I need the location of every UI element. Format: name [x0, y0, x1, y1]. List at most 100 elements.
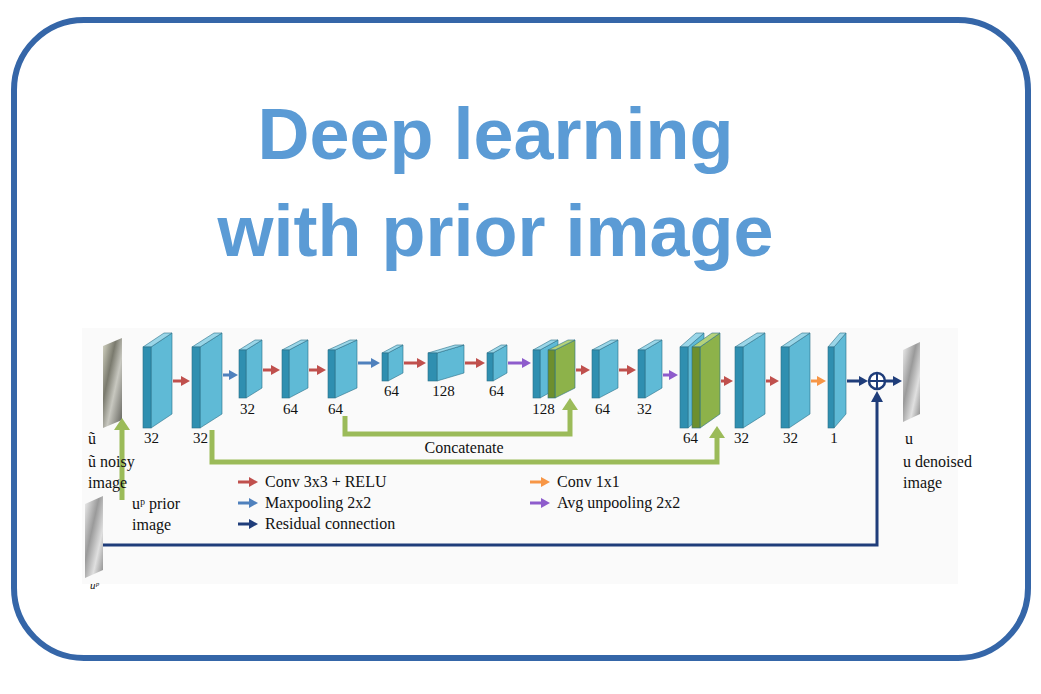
flow-arrow: [404, 362, 419, 365]
flow-arrow: [508, 362, 524, 365]
layer-block: [592, 340, 618, 350]
image-label: u denoised image: [903, 451, 989, 493]
layer-block: [781, 333, 810, 347]
layer-block: [192, 333, 222, 347]
layer-block: [533, 350, 540, 398]
channel-count: 32: [780, 430, 801, 447]
legend-sample: [249, 477, 258, 487]
channel-count: 32: [731, 430, 752, 447]
figure-ground: [82, 328, 958, 584]
noisy-image: [103, 338, 122, 428]
arrow-head: [114, 418, 130, 430]
layer-block: [735, 333, 765, 347]
layer-block: [548, 350, 555, 398]
layer-block: [692, 347, 700, 428]
residual-line: [103, 400, 877, 545]
prior-image: [85, 496, 103, 578]
layer-block: [239, 350, 246, 398]
channel-count: 128: [429, 383, 458, 400]
channel-count: 64: [486, 383, 507, 400]
layer-block: [735, 347, 743, 428]
layer-block: [834, 333, 846, 428]
layer-block: [143, 333, 172, 347]
channel-count: 64: [680, 430, 701, 447]
layer-block: [282, 350, 289, 398]
layer-block: [428, 345, 464, 353]
layer-block: [328, 340, 357, 350]
frame: [14, 20, 1028, 658]
layer-block: [382, 353, 388, 381]
flow-arrow: [724, 376, 733, 386]
flow-arrow: [627, 365, 636, 375]
layer-block: [789, 333, 810, 428]
legend-sample: [541, 498, 550, 508]
channel-count: 64: [592, 401, 613, 418]
flow-arrow: [371, 358, 380, 368]
sum-symbol: [876, 374, 878, 388]
flow-arrow: [859, 376, 868, 386]
flow-arrow: [847, 380, 861, 383]
channel-count: 128: [529, 401, 558, 418]
legend-text: Avg unpooling 2x2: [557, 492, 680, 513]
layer-block: [382, 345, 403, 353]
flow-arrow: [271, 365, 280, 375]
title: Deep learning with prior image: [213, 86, 778, 280]
channel-count: 1: [827, 430, 841, 447]
legend-sample: [249, 498, 258, 508]
channel-count: 64: [325, 401, 346, 418]
image-symbol: u: [905, 428, 925, 449]
flow-arrow: [893, 376, 902, 386]
flow-arrow: [669, 370, 678, 380]
flow-arrow: [476, 358, 485, 368]
channel-count: 32: [237, 401, 258, 418]
layer-block: [282, 340, 308, 350]
legend-sample: [541, 477, 550, 487]
arrow-head: [871, 391, 883, 402]
layer-block: [828, 333, 846, 347]
layer-block: [239, 340, 262, 350]
channel-count: 64: [280, 401, 301, 418]
image-label: uᵖ prior image: [132, 493, 204, 535]
arrow-head: [709, 426, 725, 438]
layer-block: [487, 345, 507, 353]
layer-block: [200, 333, 222, 428]
flow-arrow: [229, 370, 238, 380]
flow-arrow: [581, 365, 590, 375]
image-symbol: uᵖ: [90, 579, 114, 591]
image-symbol: ũ: [88, 428, 108, 449]
legend-sample: [249, 519, 258, 529]
flow-arrow: [181, 376, 190, 386]
layer-block: [428, 353, 437, 381]
layer-block: [743, 333, 765, 428]
layer-block: [692, 333, 720, 347]
flow-arrow: [317, 365, 326, 375]
legend-text: Conv 3x3 + RELU: [265, 471, 386, 492]
layer-block: [781, 347, 789, 428]
channel-count: 64: [381, 383, 402, 400]
legend-text: Maxpooling 2x2: [265, 492, 371, 513]
flow-arrow: [522, 358, 531, 368]
arrow-head: [562, 398, 578, 410]
channel-count: 32: [141, 430, 162, 447]
layer-blocks: [143, 333, 846, 428]
layer-block: [487, 353, 493, 381]
layer-block: [680, 347, 688, 428]
denoised-image: [903, 342, 920, 422]
flow-arrow: [770, 376, 779, 386]
concat-label: Concatenate: [421, 439, 507, 456]
flow-arrows: [173, 358, 902, 386]
layer-block: [328, 350, 335, 398]
image-label: ũ noisy image: [88, 451, 152, 493]
flow-arrow: [417, 358, 426, 368]
layer-block: [151, 333, 172, 428]
flow-arrow: [358, 362, 373, 365]
layer-block: [638, 350, 645, 398]
legend-text: Conv 1x1: [557, 471, 620, 492]
layer-block: [828, 347, 834, 428]
sum-symbol: [869, 373, 885, 389]
layer-block: [592, 350, 599, 398]
layer-block: [548, 340, 575, 350]
layer-block: [700, 333, 720, 428]
layer-block: [143, 347, 151, 428]
